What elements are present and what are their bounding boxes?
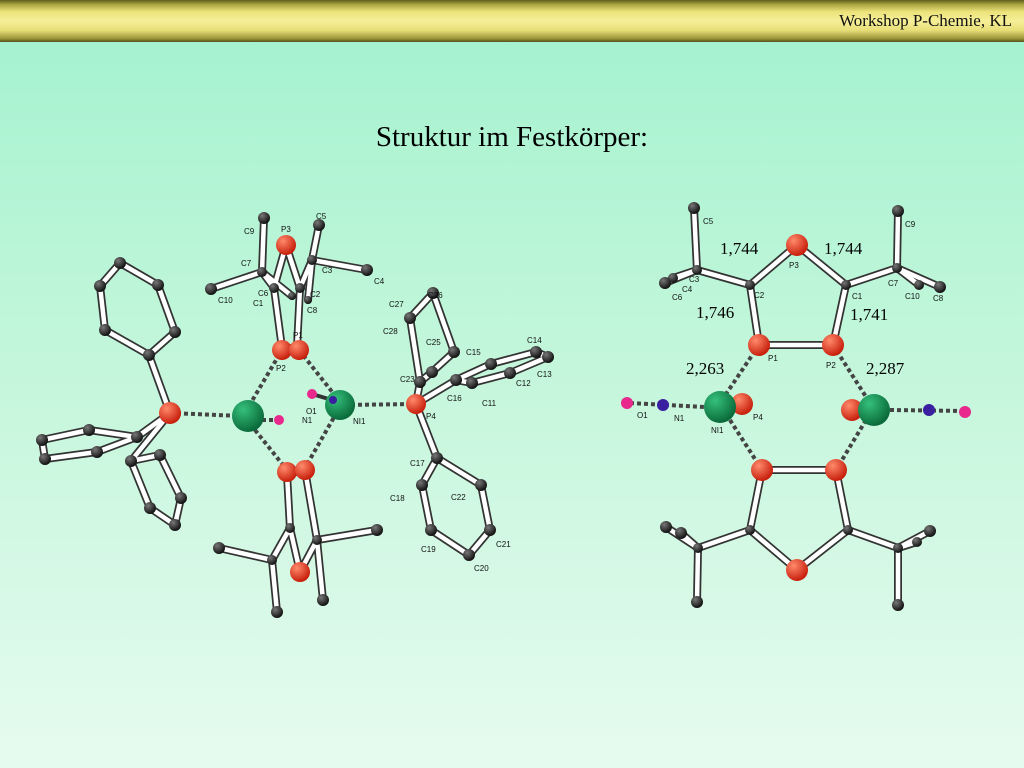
svg-text:C10: C10	[218, 296, 233, 305]
bond-length: 1,746	[696, 303, 734, 322]
svg-text:C13: C13	[537, 370, 552, 379]
nickel-atoms	[232, 390, 355, 432]
svg-text:C21: C21	[496, 540, 511, 549]
svg-text:C9: C9	[244, 227, 255, 236]
svg-text:C6: C6	[258, 289, 269, 298]
svg-text:C11: C11	[482, 399, 497, 408]
svg-text:C22: C22	[451, 493, 466, 502]
svg-text:P1: P1	[768, 354, 778, 363]
svg-text:C19: C19	[421, 545, 436, 554]
bond-length: 2,263	[686, 359, 724, 378]
svg-text:C23: C23	[400, 375, 415, 384]
nitrogen-atom	[657, 399, 669, 411]
svg-text:P1: P1	[293, 331, 303, 340]
ni-p-contacts	[169, 348, 417, 472]
svg-text:C1: C1	[852, 292, 863, 301]
right-atom-labels: C5 P3 C9 C3 C4 C6 C2 C1 C7 C10 C8 P1 P2 …	[637, 217, 944, 435]
svg-text:C8: C8	[307, 306, 318, 315]
phosphorus-atoms	[731, 234, 863, 581]
svg-text:C4: C4	[374, 277, 385, 286]
bond-length: 2,287	[866, 359, 905, 378]
svg-text:NI1: NI1	[353, 417, 366, 426]
svg-text:P2: P2	[276, 364, 286, 373]
carbon-atoms	[36, 212, 554, 618]
svg-text:C27: C27	[389, 300, 404, 309]
oxygen-atom	[959, 406, 971, 418]
ni-p-contacts	[629, 343, 966, 472]
svg-text:C26: C26	[428, 291, 443, 300]
svg-text:C18: C18	[390, 494, 405, 503]
oxygen-atom	[274, 415, 284, 425]
svg-text:C4: C4	[682, 285, 693, 294]
bond-length: 1,744	[720, 239, 759, 258]
svg-text:C5: C5	[703, 217, 714, 226]
nitrogen-atom	[923, 404, 935, 416]
header-text: Workshop P-Chemie, KL	[839, 11, 1012, 30]
svg-text:O1: O1	[306, 407, 317, 416]
svg-text:C15: C15	[466, 348, 481, 357]
left-molecule: C5 C9 P3 C7 C3 C4 C10 C1 C6 C2 C8 P1 P2 …	[36, 212, 554, 618]
svg-text:C20: C20	[474, 564, 489, 573]
svg-text:O1: O1	[637, 411, 648, 420]
svg-text:C2: C2	[310, 290, 321, 299]
svg-text:C16: C16	[447, 394, 462, 403]
svg-text:P4: P4	[753, 413, 763, 422]
nickel-atoms	[704, 391, 890, 426]
svg-text:C7: C7	[241, 259, 252, 268]
svg-text:C25: C25	[426, 338, 441, 347]
svg-text:C10: C10	[905, 292, 920, 301]
svg-text:C1: C1	[253, 299, 264, 308]
svg-text:C28: C28	[383, 327, 398, 336]
oxygen-atom	[621, 397, 633, 409]
bond-length: 1,741	[850, 305, 888, 324]
title-bar	[0, 0, 1024, 42]
svg-text:C8: C8	[933, 294, 944, 303]
svg-text:C9: C9	[905, 220, 916, 229]
nitrogen-atom	[329, 396, 337, 404]
svg-text:C2: C2	[754, 291, 765, 300]
oxygen-atom	[307, 389, 317, 399]
svg-text:C7: C7	[888, 279, 899, 288]
bond-length: 1,744	[824, 239, 863, 258]
carbon-atoms	[659, 202, 946, 611]
left-atom-labels: C5 C9 P3 C7 C3 C4 C10 C1 C6 C2 C8 P1 P2 …	[218, 212, 552, 573]
svg-text:C3: C3	[689, 275, 700, 284]
svg-text:N1: N1	[302, 416, 313, 425]
svg-text:C5: C5	[316, 212, 327, 221]
svg-text:C14: C14	[527, 336, 542, 345]
svg-text:P4: P4	[426, 412, 436, 421]
svg-text:C3: C3	[322, 266, 333, 275]
svg-text:C12: C12	[516, 379, 531, 388]
bond-length-labels: 1,744 1,744 1,746 1,741 2,263 2,287	[686, 239, 905, 378]
svg-text:P2: P2	[826, 361, 836, 370]
svg-text:NI1: NI1	[711, 426, 724, 435]
svg-text:C17: C17	[410, 459, 425, 468]
right-molecule: C5 P3 C9 C3 C4 C6 C2 C1 C7 C10 C8 P1 P2 …	[621, 202, 971, 611]
svg-text:P3: P3	[789, 261, 799, 270]
slide-title: Struktur im Festkörper:	[375, 121, 649, 153]
svg-text:C6: C6	[672, 293, 683, 302]
svg-text:P3: P3	[281, 225, 291, 234]
svg-text:N1: N1	[674, 414, 685, 423]
phosphorus-atoms	[159, 235, 426, 582]
